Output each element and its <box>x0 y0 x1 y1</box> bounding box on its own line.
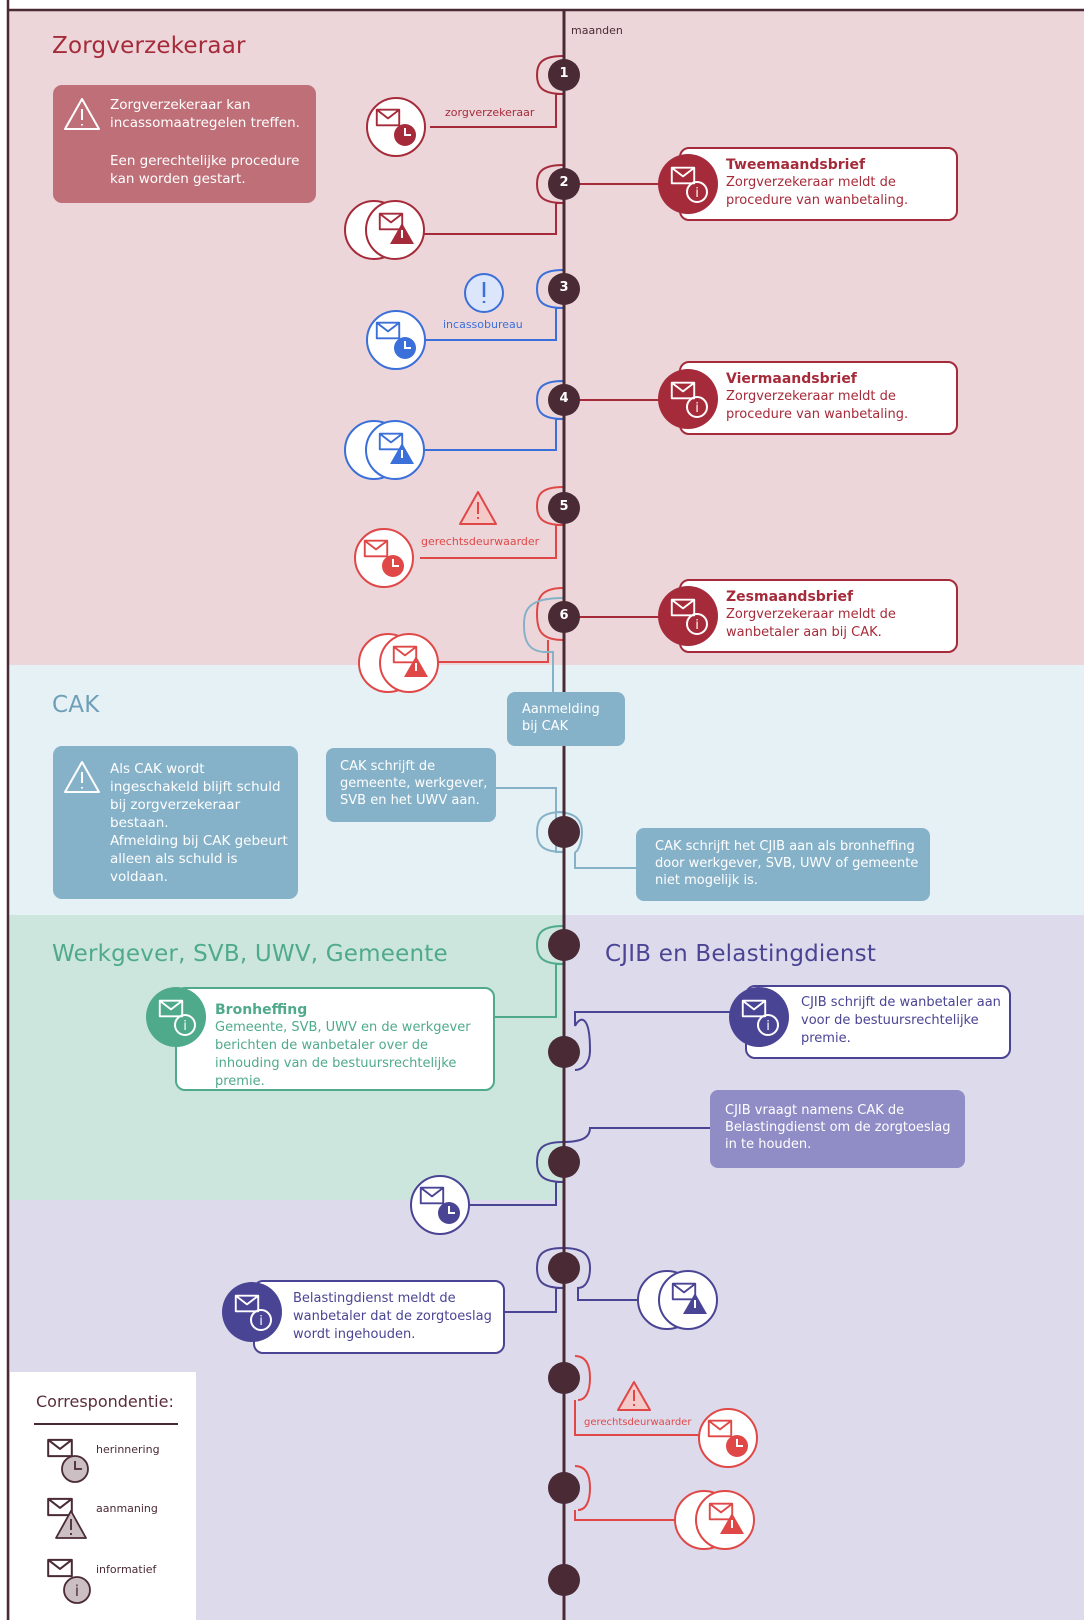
zorgverzekeraar-heading: Zorgverzekeraar <box>52 33 246 59</box>
cak-warning-line2: Afmelding bij CAK gebeurt alleen als sch… <box>110 833 288 885</box>
envelope-warning-icon <box>344 200 425 260</box>
svg-text:i: i <box>695 401 699 416</box>
zesmaandsbrief-body: Zorgverzekeraar meldt de wanbetaler aan … <box>726 607 896 640</box>
sender-zorgverzekeraar: zorgverzekeraar <box>445 106 535 119</box>
tweemaandsbrief-title: Tweemaandsbrief <box>726 157 866 173</box>
svg-text:i: i <box>766 1019 770 1034</box>
zesmaandsbrief-title: Zesmaandsbrief <box>726 589 854 605</box>
legend-aanmaning-label: aanmaning <box>96 1502 158 1515</box>
legend-warning-icon <box>47 1497 87 1539</box>
legend-informatief-label: informatief <box>96 1563 157 1576</box>
zorgtoeslag-step-dot <box>548 1146 580 1178</box>
aanmelding-text: Aanmelding bij CAK <box>522 702 600 734</box>
envelope-info-icon: i <box>222 1282 282 1342</box>
bailiff-step-dot-2 <box>548 1472 580 1504</box>
warning-triangle-icon <box>64 761 100 793</box>
cak-warning-line1: Als CAK wordt ingeschakeld blijft schuld… <box>110 761 281 831</box>
sender-incassobureau: incassobureau <box>443 318 523 331</box>
step-3-label: 3 <box>559 280 569 295</box>
zorgverzekeraar-warning-line1: Zorgverzekeraar kan incassomaatregelen t… <box>110 97 300 131</box>
legend-info-icon: i <box>47 1558 91 1604</box>
cjib-heading: CJIB en Belastingdienst <box>605 941 877 967</box>
cak-cjib-text: CAK schrijft het CJIB aan als bronheffin… <box>655 839 919 888</box>
belasting-step-dot <box>548 1252 580 1284</box>
envelope-info-icon: i <box>146 987 206 1047</box>
legend-bg <box>10 1372 196 1620</box>
step-1-dot <box>548 59 580 91</box>
viermaandsbrief-text: Viermaandsbrief Zorgverzekeraar meldt de… <box>726 370 951 424</box>
envelope-clock-icon <box>354 528 414 588</box>
cak-cjib-note <box>636 828 930 901</box>
step-5-label: 5 <box>559 499 569 514</box>
envelope-info-icon: i <box>658 369 718 429</box>
cak-heading: CAK <box>52 692 100 718</box>
sender-gerechtsdeurwaarder-lower: gerechtsdeurwaarder <box>584 1417 692 1428</box>
bronheffing-title: Bronheffing <box>215 1002 308 1018</box>
tweemaandsbrief-body: Zorgverzekeraar meldt de procedure van w… <box>726 175 909 208</box>
cjib-vraagt-note <box>710 1090 965 1168</box>
legend-herinnering-label: herinnering <box>96 1443 160 1456</box>
envelope-clock-icon <box>366 310 426 370</box>
viermaandsbrief-title: Viermaandsbrief <box>726 371 857 387</box>
legend-title: Correspondentie: <box>36 1392 174 1411</box>
bronheffing-step-dot <box>548 929 580 961</box>
bailiff-step-dot-1 <box>548 1362 580 1394</box>
timeline-label: maanden <box>571 24 623 37</box>
envelope-info-icon: i <box>729 987 789 1047</box>
envelope-warning-icon <box>344 420 425 480</box>
step-1-label: 1 <box>559 66 569 81</box>
warning-triangle-icon <box>64 98 100 130</box>
werkgever-heading: Werkgever, SVB, UWV, Gemeente <box>52 941 448 967</box>
envelope-clock-icon <box>366 97 426 157</box>
svg-text:i: i <box>183 1019 187 1034</box>
step-6-dot <box>548 601 580 633</box>
legend-clock-icon <box>47 1438 89 1483</box>
warning-triangle-icon <box>459 491 497 525</box>
cak-step-dot <box>548 816 580 848</box>
svg-text:i: i <box>695 618 699 633</box>
envelope-warning-icon <box>358 633 439 693</box>
step-4-dot <box>548 384 580 416</box>
sender-gerechtsdeurwaarder: gerechtsdeurwaarder <box>421 535 540 548</box>
envelope-info-icon: i <box>658 154 718 214</box>
svg-text:i: i <box>259 1314 263 1329</box>
tweemaandsbrief-text: Tweemaandsbrief Zorgverzekeraar meldt de… <box>726 156 951 210</box>
cjib-letter-text: CJIB schrijft de wanbetaler aan voor de … <box>801 995 1001 1046</box>
cak-warning-box <box>53 746 298 899</box>
bronheffing-body: Gemeente, SVB, UWV en de werkgever beric… <box>215 1020 471 1089</box>
envelope-clock-icon <box>698 1408 758 1468</box>
svg-text:i: i <box>75 1582 79 1600</box>
final-step-dot <box>548 1564 580 1596</box>
zorgverzekeraar-warning-line2: Een gerechtelijke procedure kan worden g… <box>110 153 300 187</box>
cak-schrijft-text: CAK schrijft de gemeente, werkgever, SVB… <box>340 759 488 808</box>
step-5-dot <box>548 492 580 524</box>
cak-schrijft-note <box>326 748 496 822</box>
envelope-info-icon: i <box>658 586 718 646</box>
viermaandsbrief-body: Zorgverzekeraar meldt de procedure van w… <box>726 389 909 422</box>
belasting-letter-text: Belastingdienst meldt de wanbetaler dat … <box>293 1291 492 1342</box>
envelope-warning-icon <box>637 1270 718 1330</box>
step-6-label: 6 <box>559 608 569 623</box>
step-3-dot <box>548 273 580 305</box>
svg-text:i: i <box>695 186 699 201</box>
envelope-clock-icon <box>410 1175 470 1235</box>
bronheffing-text: Bronheffing Gemeente, SVB, UWV en de wer… <box>215 1001 489 1091</box>
cjib-vraagt-text: CJIB vraagt namens CAK de Belastingdiens… <box>725 1103 951 1152</box>
zesmaandsbrief-text: Zesmaandsbrief Zorgverzekeraar meldt de … <box>726 588 951 642</box>
warning-triangle-icon <box>617 1381 651 1411</box>
aanmelding-note <box>507 692 625 746</box>
step-4-label: 4 <box>559 391 569 406</box>
envelope-warning-icon <box>674 1490 755 1550</box>
step-2-dot <box>548 168 580 200</box>
cjib-step-dot <box>548 1036 580 1068</box>
exclamation-circle-icon <box>464 273 504 313</box>
zorgverzekeraar-warning-box <box>53 85 316 203</box>
step-2-label: 2 <box>559 175 569 190</box>
